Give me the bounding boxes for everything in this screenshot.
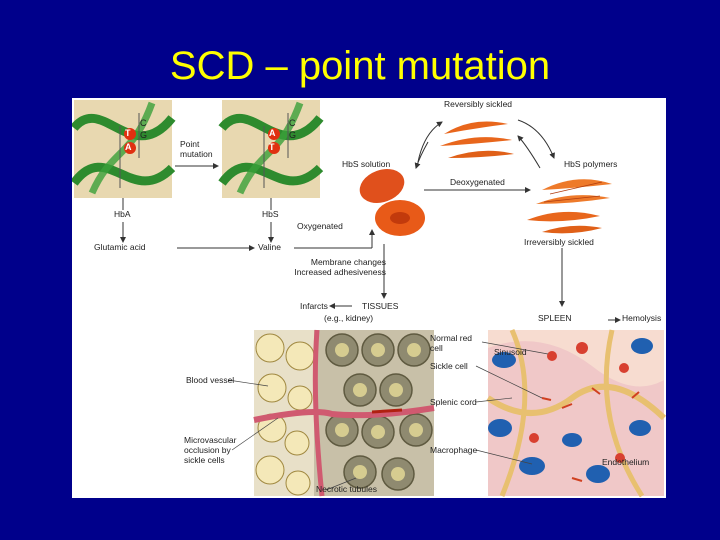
red-blood-cell [359,169,405,203]
dna-base-right-3: C [289,118,296,128]
label-deoxygenated: Deoxygenated [450,177,505,187]
label-hba: HbA [114,209,131,219]
dna-base-left-4: G [140,130,148,140]
label-endothelium: Endothelium [602,457,650,467]
dna-helix-right [218,100,324,198]
reversibly-sickled-cells [440,121,514,158]
arrow-reversible-polymers [517,119,555,159]
dna-base-left-1: T [125,128,131,138]
dna-helix-left [72,100,176,198]
mutation-site-left [124,128,136,140]
label-membrane-changes: Membrane changes Increased adhesiveness [294,257,386,277]
slide-title: SCD – point mutation [169,44,551,88]
label-hbs-solution: HbS solution [342,159,391,169]
dna-base-right-4: G [289,130,297,140]
mutation-site-left-2 [124,142,136,154]
label-hbs-polymers: HbS polymers [564,159,618,169]
dna-base-left-2: A [125,142,132,152]
arrow-solution-reversible [417,121,443,163]
label-microvascular-occlusion: Microvascular occlusion by sickle cells [184,435,237,465]
mutation-site-right [268,128,280,140]
label-splenic-cord: Splenic cord [430,397,477,407]
dna-base-left-3: C [140,118,147,128]
label-sickle-cell: Sickle cell [430,361,468,371]
label-sinusoid: Sinusoid [494,347,527,357]
label-hemolysis: Hemolysis [622,313,662,323]
label-blood-vessel: Blood vessel [186,375,235,385]
label-oxygenated: Oxygenated [297,221,343,231]
hbs-polymer-cells [536,179,612,204]
blood-vessel-shape [253,405,435,423]
mutation-site-right-2 [268,142,280,154]
sickle-cell-diagram: T A C G A T C G Point mutation HbA HbS G… [72,98,666,498]
label-macrophage: Macrophage [430,445,478,455]
label-valine: Valine [258,242,281,252]
label-glutamic-acid: Glutamic acid [94,242,146,252]
label-spleen: SPLEEN [538,313,572,323]
label-leader-lines [227,341,549,491]
label-irreversibly-sickled: Irreversibly sickled [524,237,594,247]
label-reversibly-sickled: Reversibly sickled [444,99,513,109]
spleen-tissue-panel [486,328,666,498]
diagram-graphics [72,100,666,498]
label-point-mutation: Point mutation [180,139,213,159]
irreversibly-sickled-cells [527,211,602,234]
kidney-tissue-panel [253,329,435,497]
arrow-polymers-reversible [517,135,541,169]
label-tissues: TISSUES [362,301,399,311]
label-necrotic-tubules: Necrotic tubules [316,484,377,494]
label-eg-kidney: (e.g., kidney) [324,313,374,323]
label-infarcts: Infarcts [300,301,328,311]
dna-base-right-1: A [269,128,276,138]
dna-base-right-2: T [269,142,275,152]
label-normal-red-cell: Normal red cell [430,333,473,353]
label-hbs: HbS [262,209,279,219]
arrow-reversible-solution [414,141,429,169]
